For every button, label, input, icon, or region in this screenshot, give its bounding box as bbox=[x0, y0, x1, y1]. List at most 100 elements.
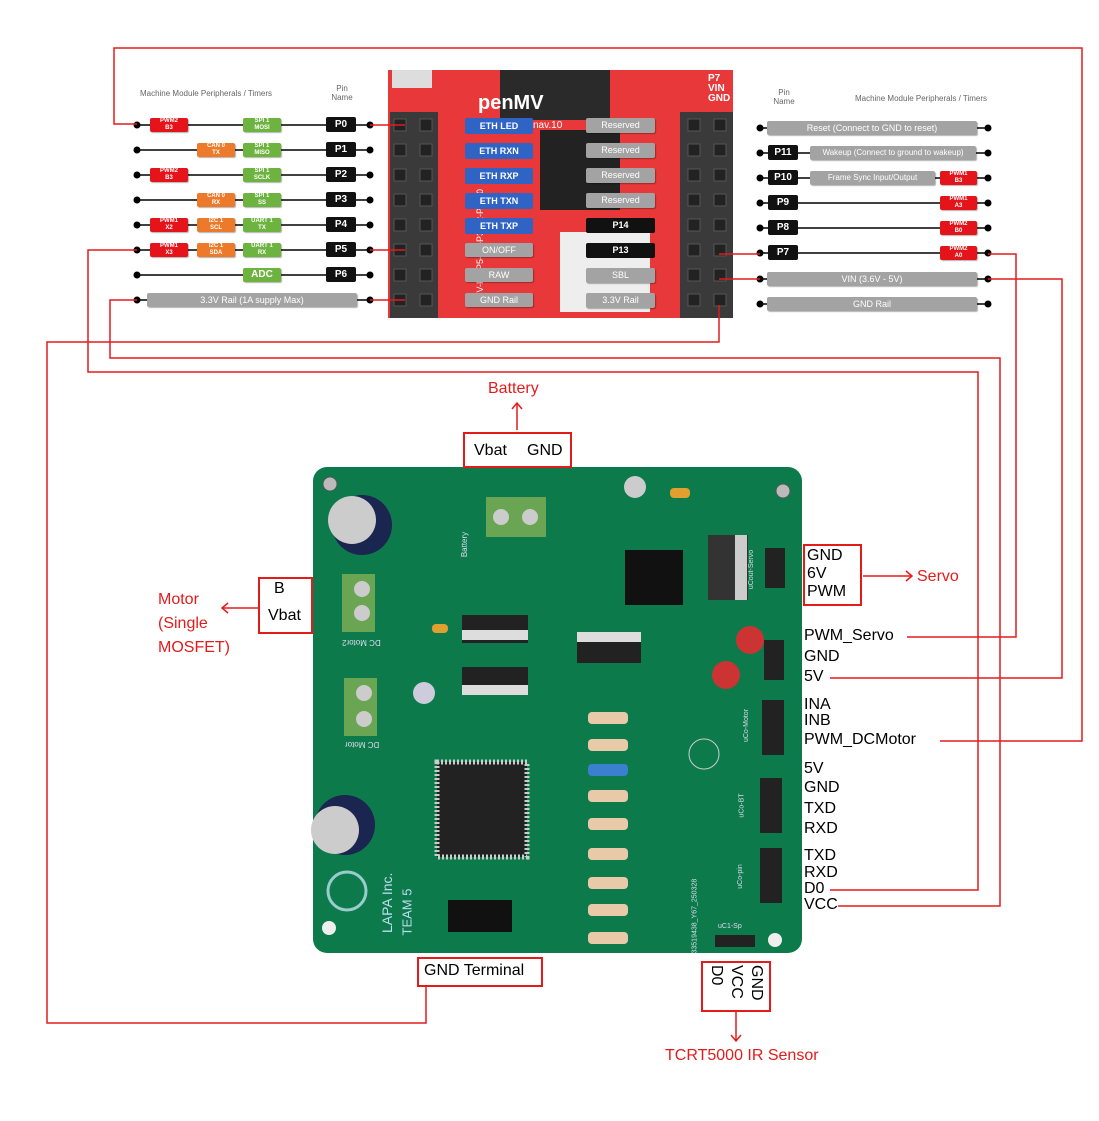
label-vin: VIN bbox=[708, 83, 725, 94]
tag-line: SCL bbox=[210, 225, 222, 231]
resistor bbox=[588, 712, 628, 724]
header-pin bbox=[687, 293, 701, 307]
tag-line: SCLK bbox=[253, 175, 271, 181]
resistor bbox=[588, 818, 628, 830]
motor-line1: Motor bbox=[158, 591, 199, 608]
silk-dc-motor: DC Motor bbox=[345, 740, 380, 749]
wire-p0-pwm-dcmotor bbox=[113, 47, 1083, 742]
header-pin bbox=[713, 143, 727, 157]
board-label-left: ETH TXP bbox=[465, 218, 533, 234]
tag-line: PWM1 bbox=[949, 171, 968, 177]
motor-b: B bbox=[274, 580, 285, 597]
tag-line: PWM2 bbox=[160, 118, 178, 124]
resistor bbox=[588, 764, 628, 776]
connector-label: TXD bbox=[804, 800, 836, 817]
connector-label: GND bbox=[804, 779, 840, 796]
connector-label: GND bbox=[804, 648, 840, 665]
battery-label: Battery bbox=[488, 380, 539, 397]
pin-header-line1: Pin bbox=[778, 88, 790, 97]
tag-line: ADC bbox=[251, 269, 273, 280]
header-pin bbox=[419, 193, 433, 207]
silk-battery: Battery bbox=[460, 531, 470, 558]
pin-dot bbox=[366, 196, 374, 204]
tag-line: X2 bbox=[165, 225, 173, 231]
tag-line: PWM1 bbox=[160, 218, 178, 224]
silk-uco-motor: uCo-Motor bbox=[743, 708, 751, 743]
silk-lapa: LAPA Inc. bbox=[379, 872, 395, 933]
header-pin bbox=[713, 268, 727, 282]
pin-name-box: P9 bbox=[768, 195, 798, 210]
pcb-board bbox=[311, 467, 802, 953]
tag-line: UART 1 bbox=[251, 243, 273, 249]
pin-dot bbox=[133, 121, 141, 129]
wire-gnd-terminal bbox=[46, 305, 720, 1024]
pin-description: Frame Sync Input/Output bbox=[810, 171, 935, 185]
pin-dot bbox=[984, 124, 992, 132]
left-3v3-rail: 3.3V Rail (1A supply Max) bbox=[147, 293, 357, 307]
header-pin bbox=[687, 268, 701, 282]
board-label-right: Reserved bbox=[586, 193, 655, 208]
header-pin bbox=[419, 218, 433, 232]
tag-line: B0 bbox=[954, 228, 963, 234]
tag-line: B3 bbox=[954, 178, 963, 184]
tag-line: SPI 1 bbox=[254, 118, 270, 124]
pin-dot bbox=[756, 249, 764, 257]
header-pin bbox=[713, 218, 727, 232]
pin-dot bbox=[984, 224, 992, 232]
pin-dot bbox=[984, 199, 992, 207]
pin-description: GND Rail bbox=[767, 297, 977, 311]
tag-line: B3 bbox=[165, 175, 173, 181]
connector-label: PWM_Servo bbox=[804, 627, 894, 644]
pin-dot bbox=[366, 271, 374, 279]
tag-line: B3 bbox=[165, 125, 173, 131]
pin-name-box: P3 bbox=[326, 192, 356, 207]
pin-dot bbox=[133, 271, 141, 279]
header-pin bbox=[687, 168, 701, 182]
silk-team: TEAM 5 bbox=[399, 888, 415, 936]
pin-dot bbox=[984, 174, 992, 182]
resistor bbox=[588, 932, 628, 944]
pin-dot bbox=[756, 224, 764, 232]
gnd-terminal-label: GND Terminal bbox=[424, 962, 525, 979]
motor-line3: MOSFET) bbox=[158, 639, 230, 656]
red-wires bbox=[46, 47, 1083, 1043]
ir-vcc: VCC bbox=[728, 965, 745, 999]
tag-line: PWM2 bbox=[949, 246, 968, 252]
header-pin bbox=[393, 168, 407, 182]
silk-ucout-servo: uCout-Servo bbox=[748, 549, 756, 590]
wire-p5-d0 bbox=[87, 249, 979, 891]
header-pin bbox=[687, 243, 701, 257]
tag-line: RX bbox=[211, 200, 221, 206]
ir-pins: GND VCC D0 bbox=[706, 965, 766, 1009]
board-label-right: Reserved bbox=[586, 118, 655, 133]
header-pin bbox=[419, 293, 433, 307]
servo-label: Servo bbox=[917, 568, 959, 585]
servo-gnd: GND bbox=[807, 547, 843, 564]
tag-line: PWM1 bbox=[160, 243, 178, 249]
board-label-right: SBL bbox=[586, 268, 655, 283]
header-pin bbox=[713, 193, 727, 207]
connector-label: RXD bbox=[804, 820, 838, 837]
board-label-left: ETH LED bbox=[465, 118, 533, 134]
tag-line: TX bbox=[258, 225, 266, 231]
wire-vin-5v bbox=[830, 278, 1063, 679]
ir-d0: D0 bbox=[708, 965, 725, 986]
header-pin bbox=[419, 168, 433, 182]
tag-line: MOSI bbox=[254, 125, 270, 131]
header-pin bbox=[419, 268, 433, 282]
pin-name-box: P8 bbox=[768, 220, 798, 235]
resistor bbox=[588, 877, 628, 889]
pin-dot bbox=[133, 171, 141, 179]
pin-description: Wakeup (Connect to ground to wakeup) bbox=[810, 146, 976, 160]
board-label-left: ETH RXP bbox=[465, 168, 533, 184]
